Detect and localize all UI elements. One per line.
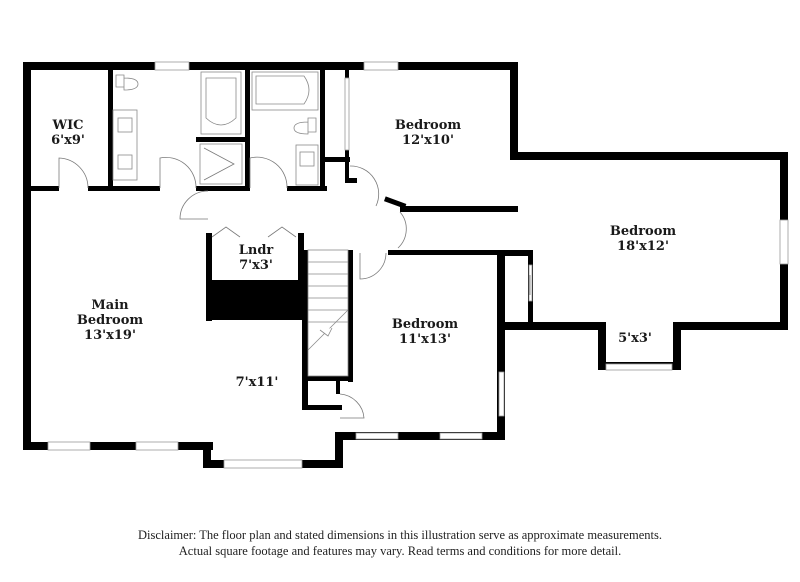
room-label-bedroom-11x13: Bedroom 11'x13' [392, 317, 458, 347]
room-name: Bedroom [394, 118, 462, 133]
room-dims: 5'x3' [618, 331, 652, 346]
room-label-laundry: Lndr 7'x3' [239, 243, 274, 273]
bathroom-fixtures [112, 71, 319, 186]
room-label-bay: 5'x3' [618, 331, 652, 346]
room-label-wic: WIC 6'x9' [51, 118, 85, 148]
room-name-line1: Main [91, 298, 129, 313]
room-name: Bedroom [391, 317, 459, 332]
room-label-sitting-area: 7'x11' [236, 375, 279, 390]
doors [58, 156, 531, 419]
disclaimer-line-1: Disclaimer: The floor plan and stated di… [138, 528, 662, 542]
room-name: Lndr [238, 243, 274, 258]
room-dims: 6'x9' [51, 133, 85, 148]
disclaimer-line-2: Actual square footage and features may v… [178, 544, 622, 558]
room-label-bedroom-18x12: Bedroom 18'x12' [610, 224, 676, 254]
room-name-line2: Bedroom [76, 313, 144, 328]
disclaimer: Disclaimer: The floor plan and stated di… [0, 527, 800, 559]
room-dims: 11'x13' [399, 332, 451, 347]
room-dims: 18'x12' [617, 239, 669, 254]
room-name: WIC [52, 118, 84, 133]
room-dims: 13'x19' [84, 328, 136, 343]
windows [47, 61, 789, 469]
room-dims: 7'x3' [239, 258, 273, 273]
room-dims: 12'x10' [402, 133, 454, 148]
room-dims: 7'x11' [235, 375, 279, 390]
room-label-bedroom-12x10: Bedroom 12'x10' [395, 118, 461, 148]
stairs [307, 249, 349, 377]
room-name: Bedroom [609, 224, 677, 239]
room-label-main-bedroom: Main Bedroom 13'x19' [77, 298, 143, 343]
